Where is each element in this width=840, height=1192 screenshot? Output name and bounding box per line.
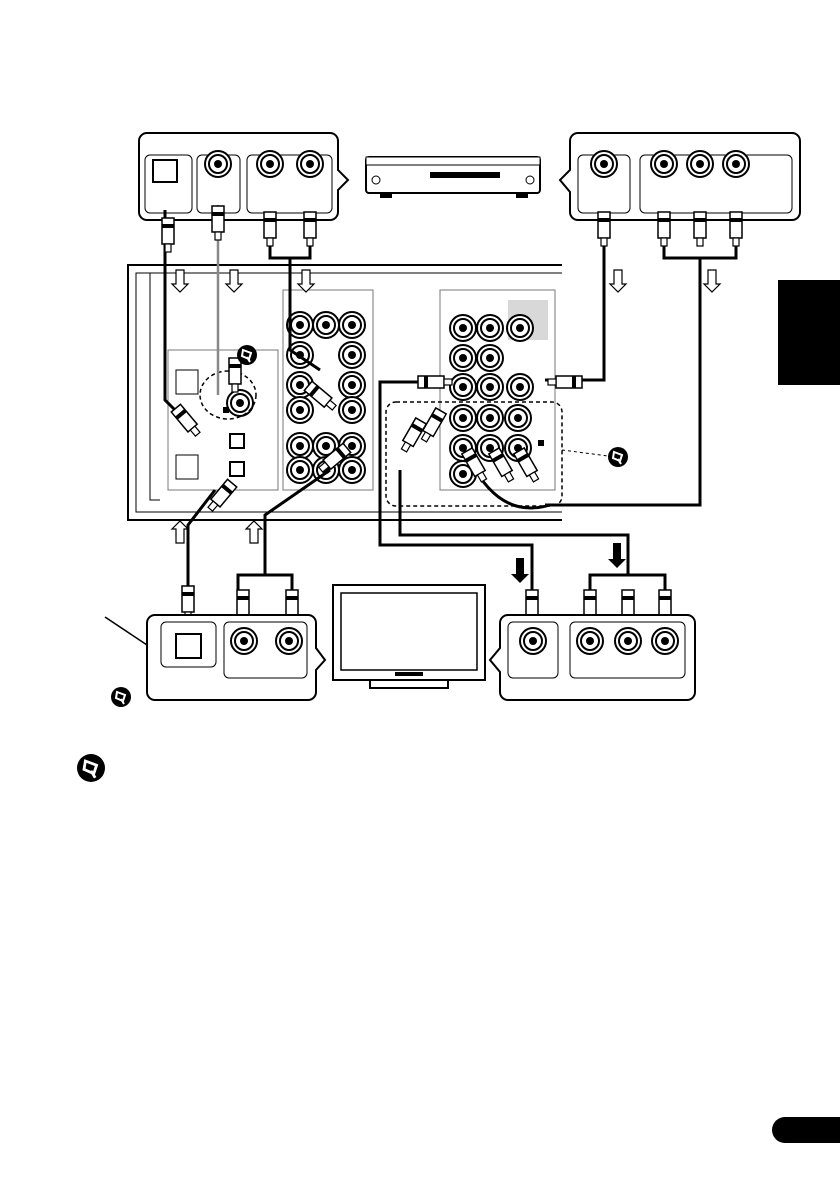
source-device-callout xyxy=(138,132,350,221)
component-source-callout xyxy=(558,132,801,221)
receiver-rear-panel-illustration xyxy=(127,264,609,521)
section-tab xyxy=(778,280,840,385)
note-pin-icon xyxy=(236,344,258,366)
tv-illustration xyxy=(332,584,486,689)
note-pin-icon xyxy=(110,686,132,708)
note-pin-icon xyxy=(607,446,629,468)
audio-device-callout xyxy=(104,614,327,701)
note-pin-icon xyxy=(75,752,107,784)
dvd-player-illustration xyxy=(365,156,541,198)
page-number-oval xyxy=(772,1117,840,1143)
display-callout xyxy=(488,614,696,701)
signal-direction-arrows xyxy=(171,269,721,583)
